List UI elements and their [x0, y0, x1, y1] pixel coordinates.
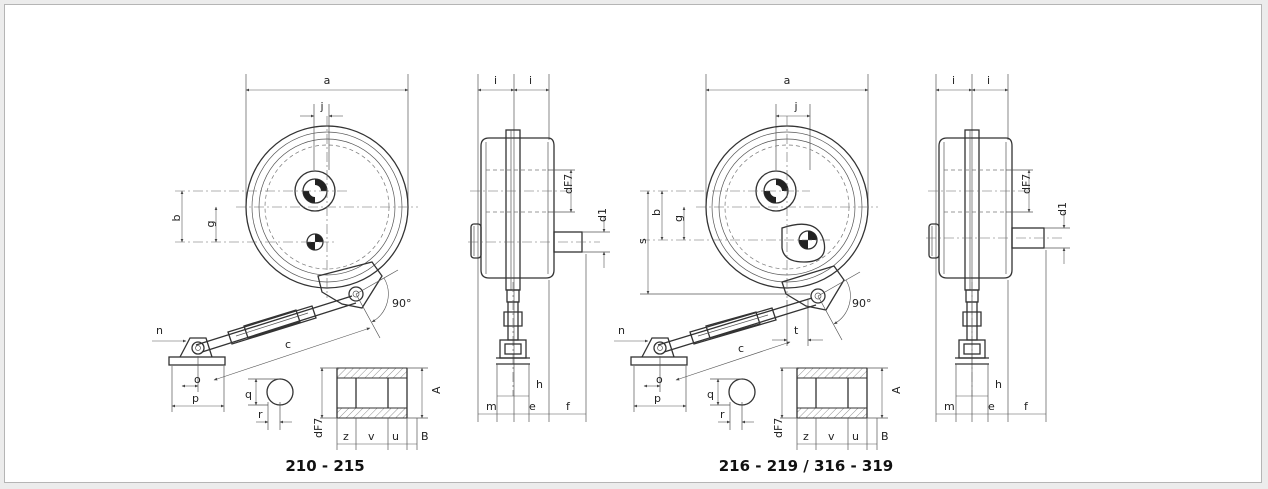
left-side-view: i i dF7 d1 [468, 74, 610, 422]
dim-label-n: n [156, 324, 163, 337]
dim-label-e-left: e [529, 400, 536, 413]
dim-label-q-right: q [707, 388, 714, 401]
caption-right: 216 - 219 / 316 - 319 [719, 457, 894, 475]
dim-label-i-4: i [987, 74, 990, 87]
dim-label-u-right: u [852, 430, 859, 443]
dim-label-B-right: B [881, 430, 889, 443]
dim-label-a: a [324, 74, 331, 87]
dim-label-i-2: i [529, 74, 532, 87]
angle-label-right: 90° [852, 297, 872, 310]
left-front-view: a j b g [152, 74, 443, 475]
dim-label-h-right: h [995, 378, 1002, 391]
dim-label-p-right: p [654, 392, 661, 405]
dim-label-A-right: A [890, 386, 903, 394]
dim-label-s: s [636, 238, 649, 244]
dim-label-q: q [245, 388, 252, 401]
dim-label-b: b [170, 214, 183, 221]
dim-label-dF7-right-bore: dF7 [772, 418, 785, 438]
angle-label-left: 90° [392, 297, 412, 310]
dim-label-B-left: B [421, 430, 429, 443]
dim-label-i-1: i [494, 74, 497, 87]
dim-label-dF7-left-bore: dF7 [312, 418, 325, 438]
dim-label-m-left: m [486, 400, 497, 413]
dim-label-u-left: u [392, 430, 399, 443]
dim-label-f-right: f [1024, 400, 1029, 413]
dim-label-A-left: A [430, 386, 443, 394]
dim-label-n-right: n [618, 324, 625, 337]
dim-label-v-right: v [828, 430, 835, 443]
dim-label-v-left: v [368, 430, 375, 443]
dim-label-t: t [794, 324, 799, 337]
dim-label-m-right: m [944, 400, 955, 413]
dim-label-j-right: j [793, 100, 797, 113]
dim-label-r: r [258, 408, 263, 421]
right-side-view: i i dF7 d1 h m [926, 74, 1070, 422]
dim-label-e-right: e [988, 400, 995, 413]
dim-label-c-right: c [738, 342, 744, 355]
caption-left: 210 - 215 [285, 457, 364, 475]
dim-label-o: o [194, 373, 201, 386]
dim-label-d1-left: d1 [596, 208, 609, 222]
drawing-frame [4, 4, 1262, 483]
dim-label-z-left: z [343, 430, 349, 443]
dim-label-d1-right: d1 [1056, 202, 1069, 216]
dim-label-g-right: g [672, 215, 685, 222]
dim-label-c: c [285, 338, 291, 351]
dim-label-r-right: r [720, 408, 725, 421]
dim-label-p: p [192, 392, 199, 405]
dim-label-a-right: a [784, 74, 791, 87]
dim-label-f-left: f [566, 400, 571, 413]
dim-label-i-3: i [952, 74, 955, 87]
dim-label-dF7-left-side: dF7 [562, 174, 575, 194]
dim-label-z-right: z [803, 430, 809, 443]
right-front-view: a j s b g [614, 74, 903, 475]
dim-label-g: g [204, 221, 217, 228]
dim-label-b-right: b [650, 209, 663, 216]
dim-label-h-left: h [536, 378, 543, 391]
dim-label-dF7-right-side: dF7 [1020, 174, 1033, 194]
dim-label-o-right: o [656, 373, 663, 386]
dim-label-j: j [319, 100, 323, 113]
